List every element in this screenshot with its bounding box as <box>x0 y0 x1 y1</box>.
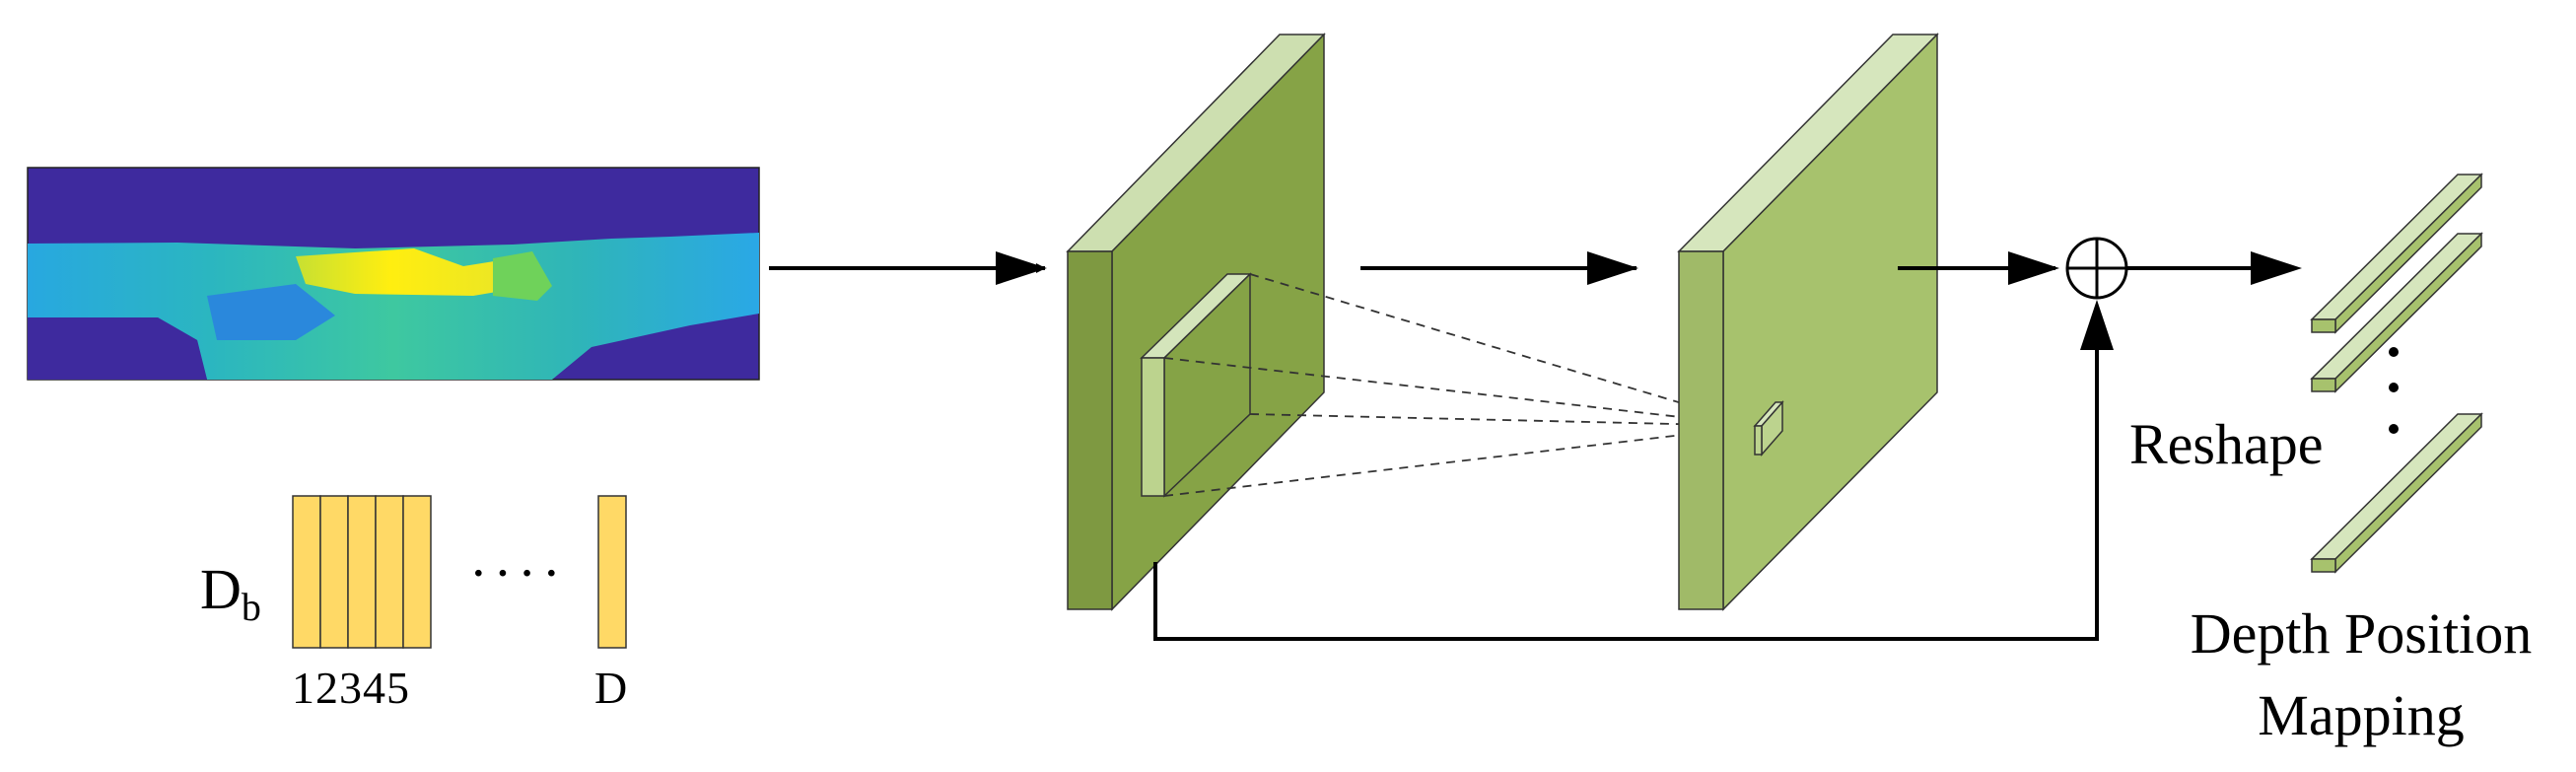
reshape-label: Reshape <box>2129 412 2324 476</box>
feature-block-2 <box>1677 33 1939 611</box>
depth-bins <box>292 495 627 649</box>
arrow-head <box>2080 300 2114 350</box>
bin-2 <box>319 495 349 649</box>
output-bar-1 <box>2310 173 2483 334</box>
local-patch <box>1140 272 1252 498</box>
depth-map-image <box>27 167 760 381</box>
bin-4 <box>375 495 404 649</box>
arrow-head <box>2251 251 2302 285</box>
output-bar-2 <box>2310 232 2483 393</box>
bin-5 <box>402 495 432 649</box>
db-label: Db <box>200 557 261 629</box>
arrow-head <box>996 251 1047 285</box>
output-bar-3 <box>2310 412 2483 574</box>
output-bars <box>2310 173 2483 574</box>
skip-connection <box>1153 350 2099 641</box>
last-bin-label: D <box>594 663 627 713</box>
arrow-head <box>2008 251 2059 285</box>
circled-plus-icon <box>2065 237 2128 300</box>
projection-lines <box>1163 273 1759 497</box>
bins-ticks: 12345 <box>292 663 410 713</box>
bin-1 <box>292 495 321 649</box>
projected-cell <box>1753 400 1784 456</box>
output-label-line1: Depth Position <box>2191 601 2532 666</box>
bins-ellipsis: ···· <box>469 543 567 604</box>
bin-last <box>597 495 627 649</box>
arrow-head <box>1587 251 1638 285</box>
output-label-line2: Mapping <box>2258 683 2464 747</box>
bin-3 <box>347 495 377 649</box>
vertical-dots-icon <box>2389 347 2399 434</box>
